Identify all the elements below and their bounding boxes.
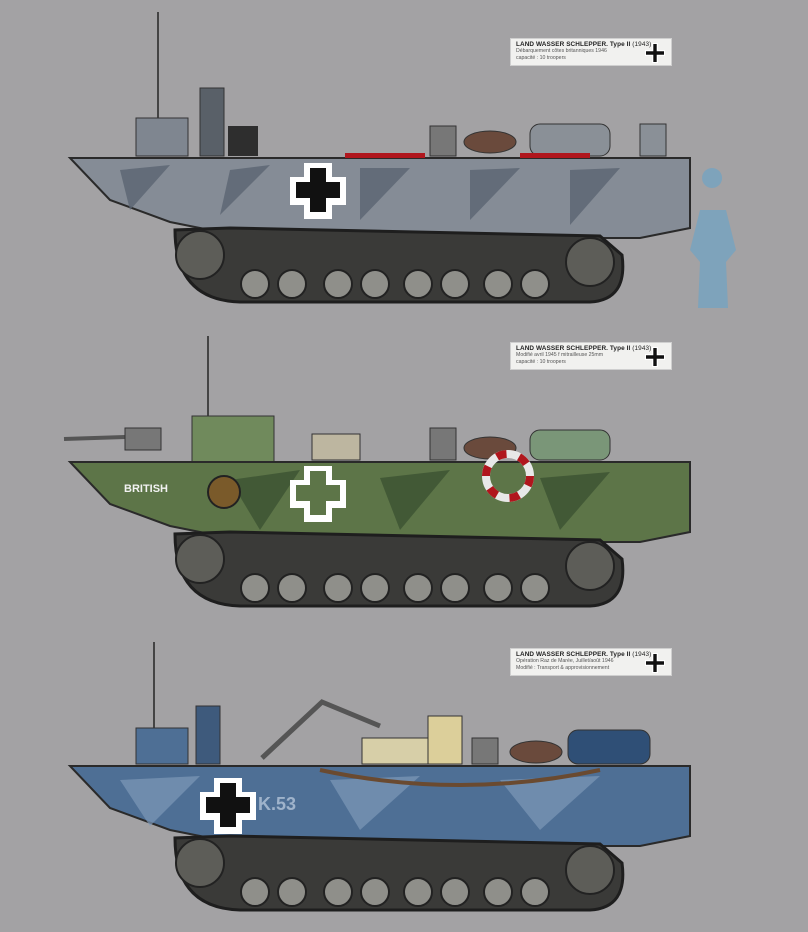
info-card-2: LAND WASSER SCHLEPPER. Type II (1943) Mo… (510, 342, 672, 370)
plate-grey: LAND WASSER SCHLEPPER. Type II (1943) Dé… (0, 0, 808, 320)
british-marking: BRITISH (124, 483, 168, 495)
balkenkreuz-icon (645, 347, 665, 367)
balkenkreuz-icon (645, 653, 665, 673)
plate-green: LAND WASSER SCHLEPPER. Type II (1943) Mo… (0, 320, 808, 630)
card-title-2: LAND WASSER SCHLEPPER. Type II (1943) (516, 345, 652, 352)
vehicle-illustration-1 (67, 12, 736, 308)
card-line3-2: capacité : 10 troopers (516, 359, 566, 365)
card-line2-1: Débarquement côtes britanniques 1946 (516, 48, 607, 54)
card-line3-3: Modifié : Transport & approvisionnement (516, 665, 610, 671)
card-line3-1: capacité : 10 troopers (516, 55, 566, 61)
info-card-1: LAND WASSER SCHLEPPER. Type II (1943) Dé… (510, 38, 672, 66)
k53-marking: K.53 (258, 794, 296, 814)
card-title-1: LAND WASSER SCHLEPPER. Type II (1943) (516, 41, 652, 48)
vehicle-illustration-3: K.53 (67, 642, 691, 912)
card-line2-3: Opération Raz de Marée, Juillet/août 194… (516, 658, 614, 664)
card-title-3: LAND WASSER SCHLEPPER. Type II (1943) (516, 651, 652, 658)
balkenkreuz-icon (645, 43, 665, 63)
info-card-3: LAND WASSER SCHLEPPER. Type II (1943) Op… (510, 648, 672, 676)
card-line2-2: Modifié avril 1945 f mitrailleuse 25mm (516, 352, 604, 358)
soldier-silhouette (690, 168, 736, 308)
plate-blue: LAND WASSER SCHLEPPER. Type II (1943) Op… (0, 630, 808, 932)
vehicle-illustration-2: BRITISH (63, 336, 691, 608)
